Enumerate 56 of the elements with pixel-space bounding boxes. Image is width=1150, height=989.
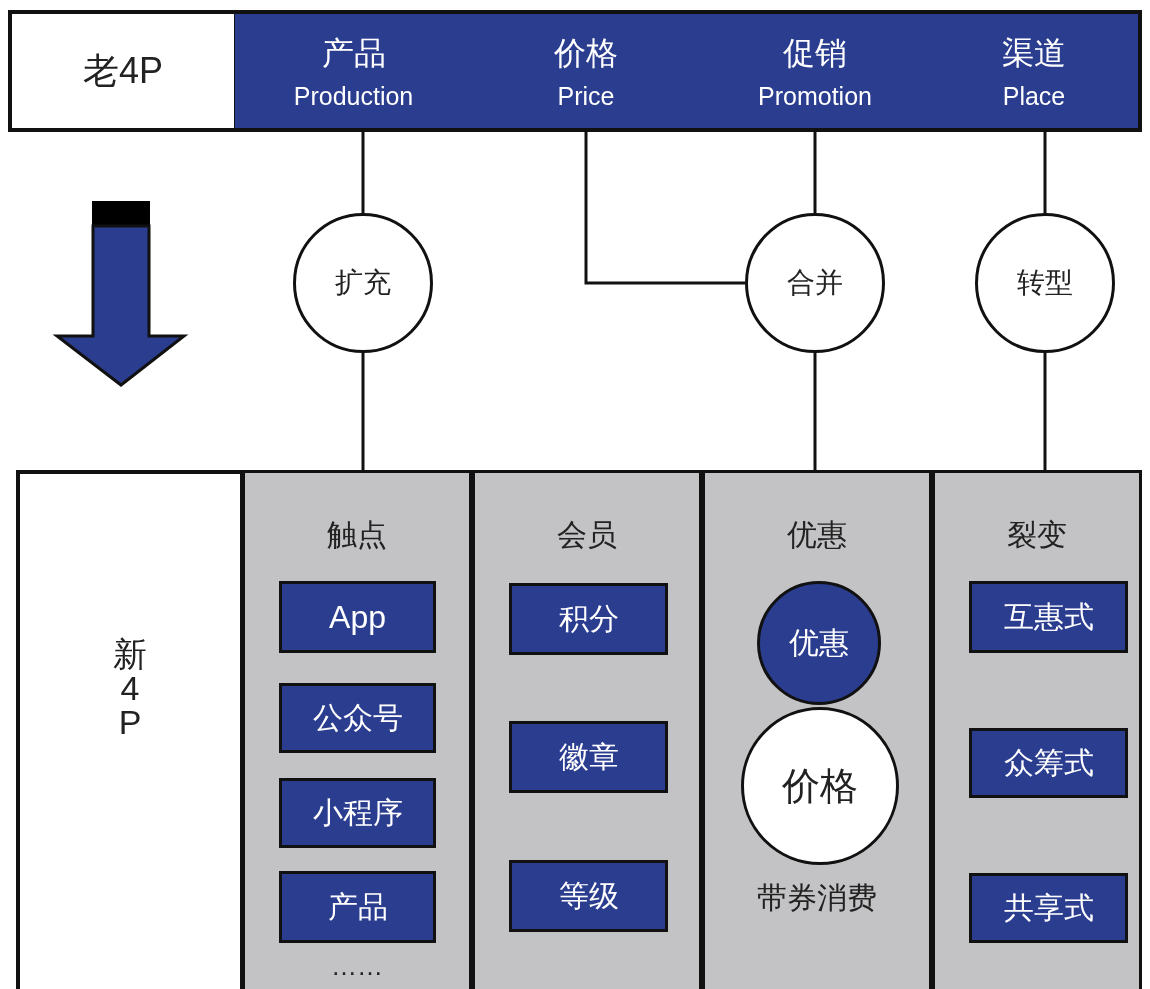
item-box <box>969 873 1128 943</box>
node-label: 共享式 <box>1003 889 1094 926</box>
column-heading: 优惠 <box>787 517 847 553</box>
column-heading: 裂变 <box>1007 517 1067 553</box>
node-label: 等级 <box>558 877 619 914</box>
header-subtitle: Production <box>293 81 414 111</box>
column-panel <box>932 470 1142 989</box>
connector-line <box>361 132 365 213</box>
connector-line <box>584 132 745 285</box>
header-label: 产品 <box>321 33 386 73</box>
header-subtitle: Promotion <box>758 81 872 111</box>
node-label: 产品 <box>327 888 388 925</box>
column-panel <box>472 470 702 989</box>
connector-line <box>1043 132 1047 213</box>
column-heading: 触点 <box>327 517 387 553</box>
item-box <box>969 728 1128 798</box>
node-label: 扩充 <box>335 266 391 300</box>
column-note: 带券消费 <box>757 880 877 916</box>
node-label: 转型 <box>1017 266 1073 300</box>
item-box <box>279 683 436 753</box>
header-subtitle: Price <box>557 81 615 111</box>
node-label: 新4P <box>112 636 148 739</box>
item-box <box>509 583 668 655</box>
connector-line <box>813 132 817 213</box>
header-label: 促销 <box>783 33 847 73</box>
header-label: 渠道 <box>1002 33 1066 73</box>
node-label: 价格 <box>782 763 858 809</box>
node-label: 优惠 <box>789 624 849 661</box>
connector-line <box>813 353 817 470</box>
node-label: 众筹式 <box>1003 744 1094 781</box>
item-box <box>279 778 436 848</box>
item-box <box>969 581 1128 653</box>
header-cell <box>930 10 1142 132</box>
item-box <box>509 721 668 793</box>
header-box <box>8 10 238 132</box>
item-box <box>509 860 668 932</box>
column-heading: 会员 <box>557 517 617 553</box>
header-label: 价格 <box>554 33 618 73</box>
connector-line <box>361 353 365 470</box>
node-label: 互惠式 <box>1003 598 1094 635</box>
row-header-box <box>16 470 244 989</box>
header-subtitle: Place <box>1002 81 1066 111</box>
item-box <box>279 871 436 943</box>
column-panel <box>242 470 472 989</box>
item-box <box>279 581 436 653</box>
node-label: 小程序 <box>312 794 403 831</box>
column-panel <box>702 470 932 989</box>
node-label: 老4P <box>82 48 163 93</box>
column-note: …… <box>331 951 383 982</box>
node-label: 公众号 <box>312 699 403 736</box>
header-cell <box>235 10 472 132</box>
connector-line <box>1043 353 1047 470</box>
node-label: 徽章 <box>558 738 619 775</box>
node-label: 合并 <box>787 266 843 300</box>
node-label: 积分 <box>558 600 619 637</box>
node-label: App <box>329 598 386 636</box>
